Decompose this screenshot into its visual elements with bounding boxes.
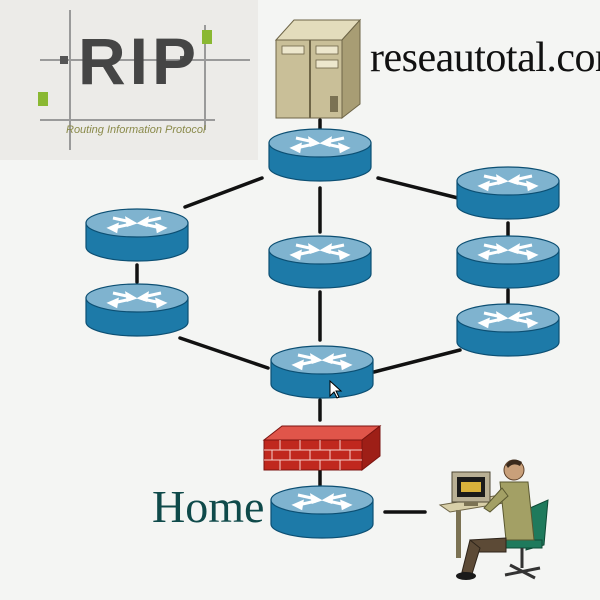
link-top-leftupper — [183, 176, 264, 209]
router-icon — [267, 127, 373, 183]
logo-accent-square — [202, 30, 212, 44]
router-icon — [84, 282, 190, 338]
logo-title: RIP — [78, 24, 201, 98]
logo-decoration — [38, 10, 250, 150]
router-icon — [455, 165, 561, 221]
rip-logo: RIP Routing Information Protocol — [0, 0, 258, 160]
user-at-computer-icon — [438, 459, 549, 580]
logo-subtitle: Routing Information Protocol — [66, 124, 206, 136]
site-title: reseautotal.com — [370, 35, 600, 81]
mouse-cursor-icon — [329, 379, 343, 399]
home-label: Home — [152, 481, 265, 532]
network-links — [135, 118, 510, 514]
router-icon — [269, 344, 375, 400]
router-icon — [84, 207, 190, 263]
logo-dot — [60, 56, 68, 64]
router-icon — [269, 484, 375, 540]
router-icon — [455, 302, 561, 358]
server-icon — [274, 18, 362, 120]
link-left-bottom — [178, 336, 270, 370]
router-icon — [455, 234, 561, 290]
link-top-right — [376, 176, 460, 200]
link-right-bottom — [372, 348, 462, 374]
logo-accent-square — [38, 92, 48, 106]
router-icon — [267, 234, 373, 290]
logo-dot — [180, 56, 188, 64]
firewall-icon — [262, 424, 382, 472]
